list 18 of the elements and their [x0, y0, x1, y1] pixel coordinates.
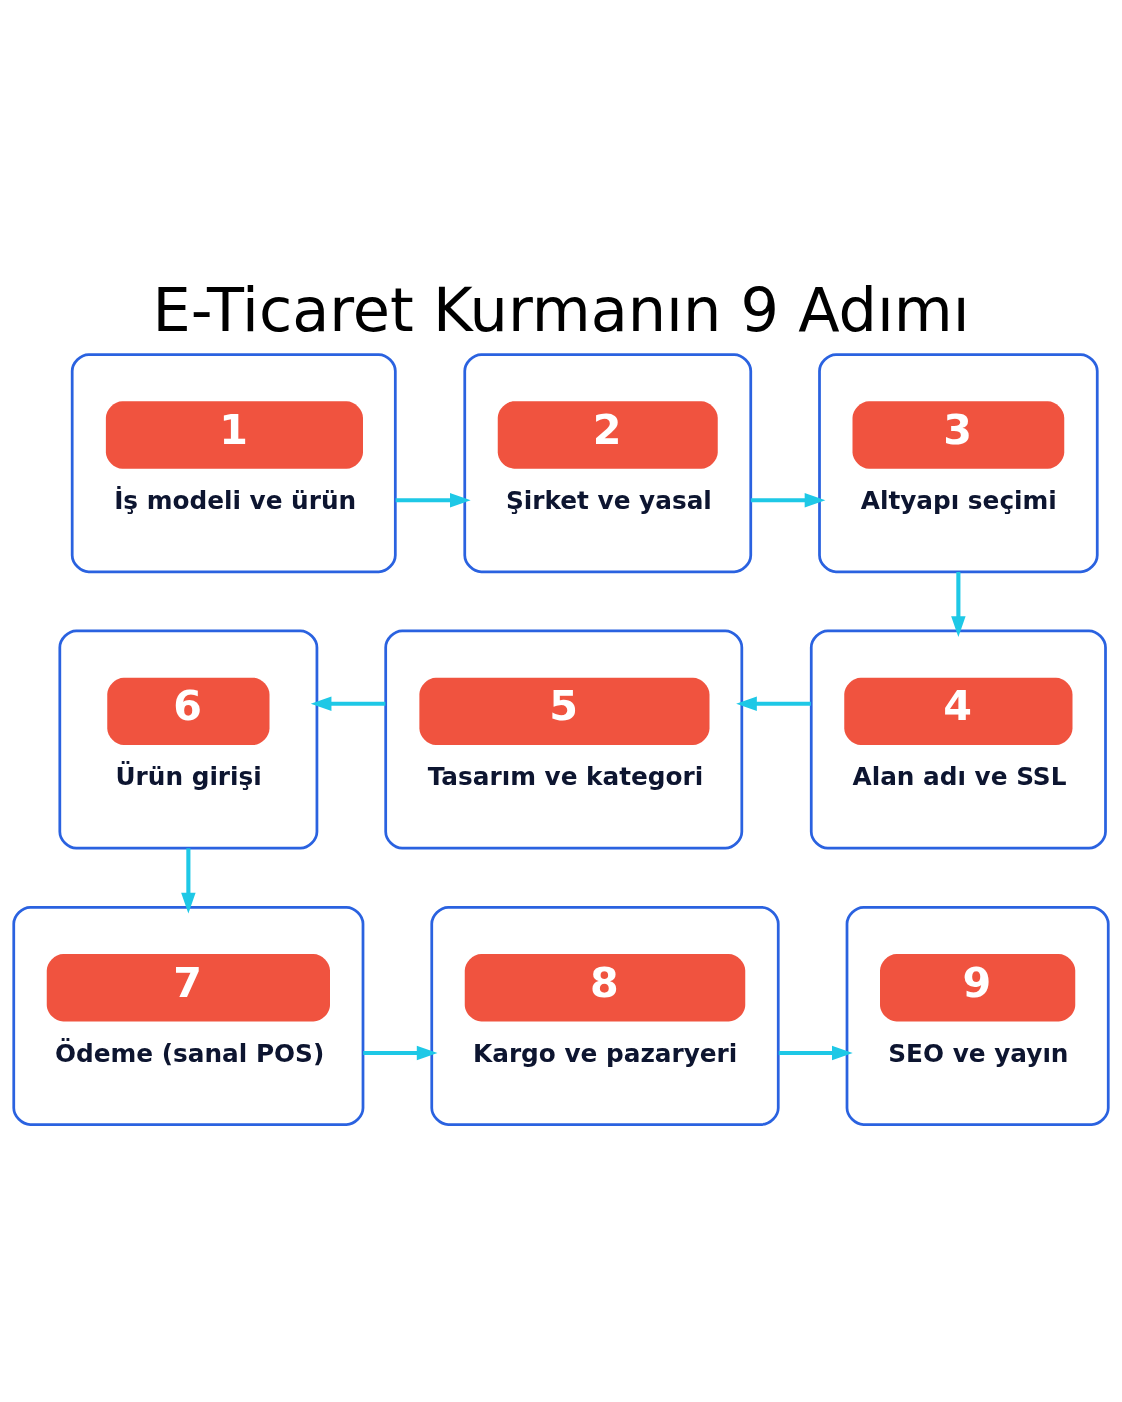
node-box: 8 Kargo ve pazaryeri: [430, 905, 780, 1126]
arrow: [363, 1045, 438, 1061]
node-box: 1 İş modeli ve ürün: [70, 353, 397, 574]
arrow: [778, 1045, 853, 1061]
arrow: [951, 571, 966, 637]
arrow: [736, 696, 811, 711]
arrow: [395, 493, 471, 508]
node-box: 3 Altyapı seçimi: [818, 353, 1099, 574]
node-box: 5 Tasarım ve kategori: [384, 629, 744, 850]
arrow: [181, 848, 196, 914]
node-box: 9 SEO ve yayın: [845, 905, 1110, 1126]
arrow: [750, 493, 826, 508]
node-box: 7 Ödeme (sanal POS): [12, 905, 365, 1126]
arrow: [310, 696, 386, 711]
node-box: 2 Şirket ve yasal: [463, 353, 753, 574]
node-box: 4 Alan adı ve SSL: [809, 629, 1107, 850]
diagram-title: E-Ticaret Kurmanın 9 Adımı: [152, 275, 970, 346]
node-box: 6 Ürün girişi: [58, 629, 319, 850]
